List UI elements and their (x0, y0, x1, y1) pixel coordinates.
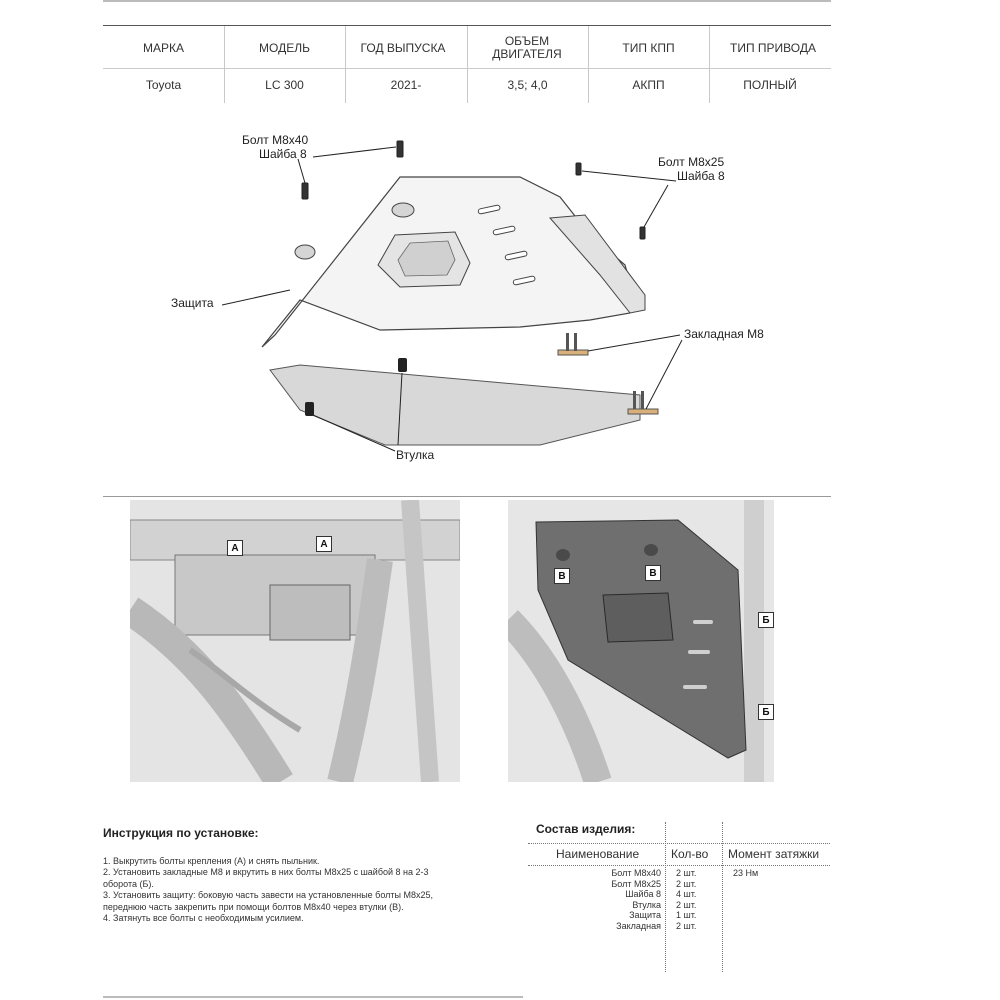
marker-b: Б (758, 612, 774, 628)
table-divider (345, 26, 346, 103)
instructions-title: Инструкция по установке: (103, 826, 259, 840)
label-bushing: Втулка (396, 448, 435, 462)
label-guard: Защита (171, 296, 214, 310)
table-divider (709, 26, 710, 103)
assembly-diagram (221, 140, 683, 452)
component-qty: 1 шт. (676, 910, 697, 920)
value-model: LC 300 (265, 78, 304, 92)
component-qty: 4 шт. (676, 889, 697, 899)
component-torque: 23 Нм (733, 868, 759, 878)
value-brand: Toyota (145, 78, 182, 92)
instruction-step: 4. Затянуть все болты с необходимым усил… (103, 913, 304, 924)
composition-title: Состав изделия: (536, 822, 636, 836)
table-divider (467, 26, 468, 103)
value-year: 2021- (390, 78, 422, 92)
bolt-icon (301, 140, 646, 240)
marker-a: А (227, 540, 243, 556)
label-bolt-m8x40: Болт М8х40 (242, 133, 309, 147)
component-name: Шайба 8 (625, 889, 661, 899)
photo-after: В В Б Б (508, 500, 774, 782)
col-name-header: Наименование (556, 847, 640, 861)
label-insert-m8: Закладная М8 (684, 327, 764, 341)
table-col-divider (722, 822, 723, 972)
value-engine: 3,5; 4,0 (507, 78, 548, 92)
label-washer-right: Шайба 8 (677, 169, 725, 183)
col-torque-header: Момент затяжки (728, 847, 820, 861)
header-brand: МАРКА (143, 40, 184, 55)
bushing-icon (305, 358, 407, 416)
value-drive: ПОЛНЫЙ (743, 78, 797, 92)
label-washer-left: Шайба 8 (259, 147, 307, 161)
top-rule (103, 0, 831, 2)
installed-guard-illustration (508, 500, 774, 782)
marker-b: Б (758, 704, 774, 720)
component-name: Закладная (616, 920, 661, 931)
table-rule (528, 843, 830, 844)
instruction-step: 1. Выкрутить болты крепления (А) и снять… (103, 856, 320, 866)
marker-v: В (554, 568, 570, 584)
insert-icon (557, 333, 659, 415)
component-qty: 2 шт. (676, 878, 697, 889)
marker-v: В (645, 565, 661, 581)
header-year: ГОД ВЫПУСКА (360, 40, 446, 55)
table-divider (588, 26, 589, 103)
instruction-step: 2. Установить закладные М8 и вкрутить в … (103, 867, 429, 878)
component-qty: 2 шт. (676, 899, 697, 910)
table-rule (528, 865, 830, 866)
component-name: Втулка (632, 899, 661, 910)
component-name: Болт М8х40 (611, 868, 661, 878)
value-gearbox: АКПП (632, 78, 665, 92)
underbody-illustration (130, 500, 460, 782)
table-col-divider (665, 822, 666, 972)
photo-before: А А (130, 500, 460, 782)
header-gearbox: ТИП КПП (622, 40, 675, 55)
header-model: МОДЕЛЬ (259, 40, 310, 55)
component-name: Защита (629, 910, 661, 920)
component-name: Болт М8х25 (611, 878, 661, 889)
table-divider (224, 26, 225, 103)
col-qty-header: Кол-во (671, 847, 709, 861)
label-bolt-m8x25: Болт М8х25 (658, 155, 725, 169)
bottom-rule (103, 996, 523, 998)
table-top-border (103, 25, 831, 26)
instruction-step: оборота (Б). (103, 878, 154, 889)
spec-table: МАРКА МОДЕЛЬ ГОД ВЫПУСКА ОБЪЕМ ДВИГАТЕЛЯ… (103, 25, 831, 105)
component-qty: 2 шт. (676, 920, 697, 931)
divider (103, 496, 831, 497)
component-qty: 2 шт. (676, 868, 697, 878)
instruction-step: переднюю часть закрепить при помощи болт… (103, 901, 404, 912)
instruction-step: 3. Установить защиту: боковую часть заве… (103, 890, 433, 901)
marker-a: А (316, 536, 332, 552)
header-drive: ТИП ПРИВОДА (730, 40, 816, 55)
header-engine: ОБЪЕМ ДВИГАТЕЛЯ (492, 34, 562, 61)
instructions-list: 1. Выкрутить болты крепления (А) и снять… (103, 856, 523, 924)
